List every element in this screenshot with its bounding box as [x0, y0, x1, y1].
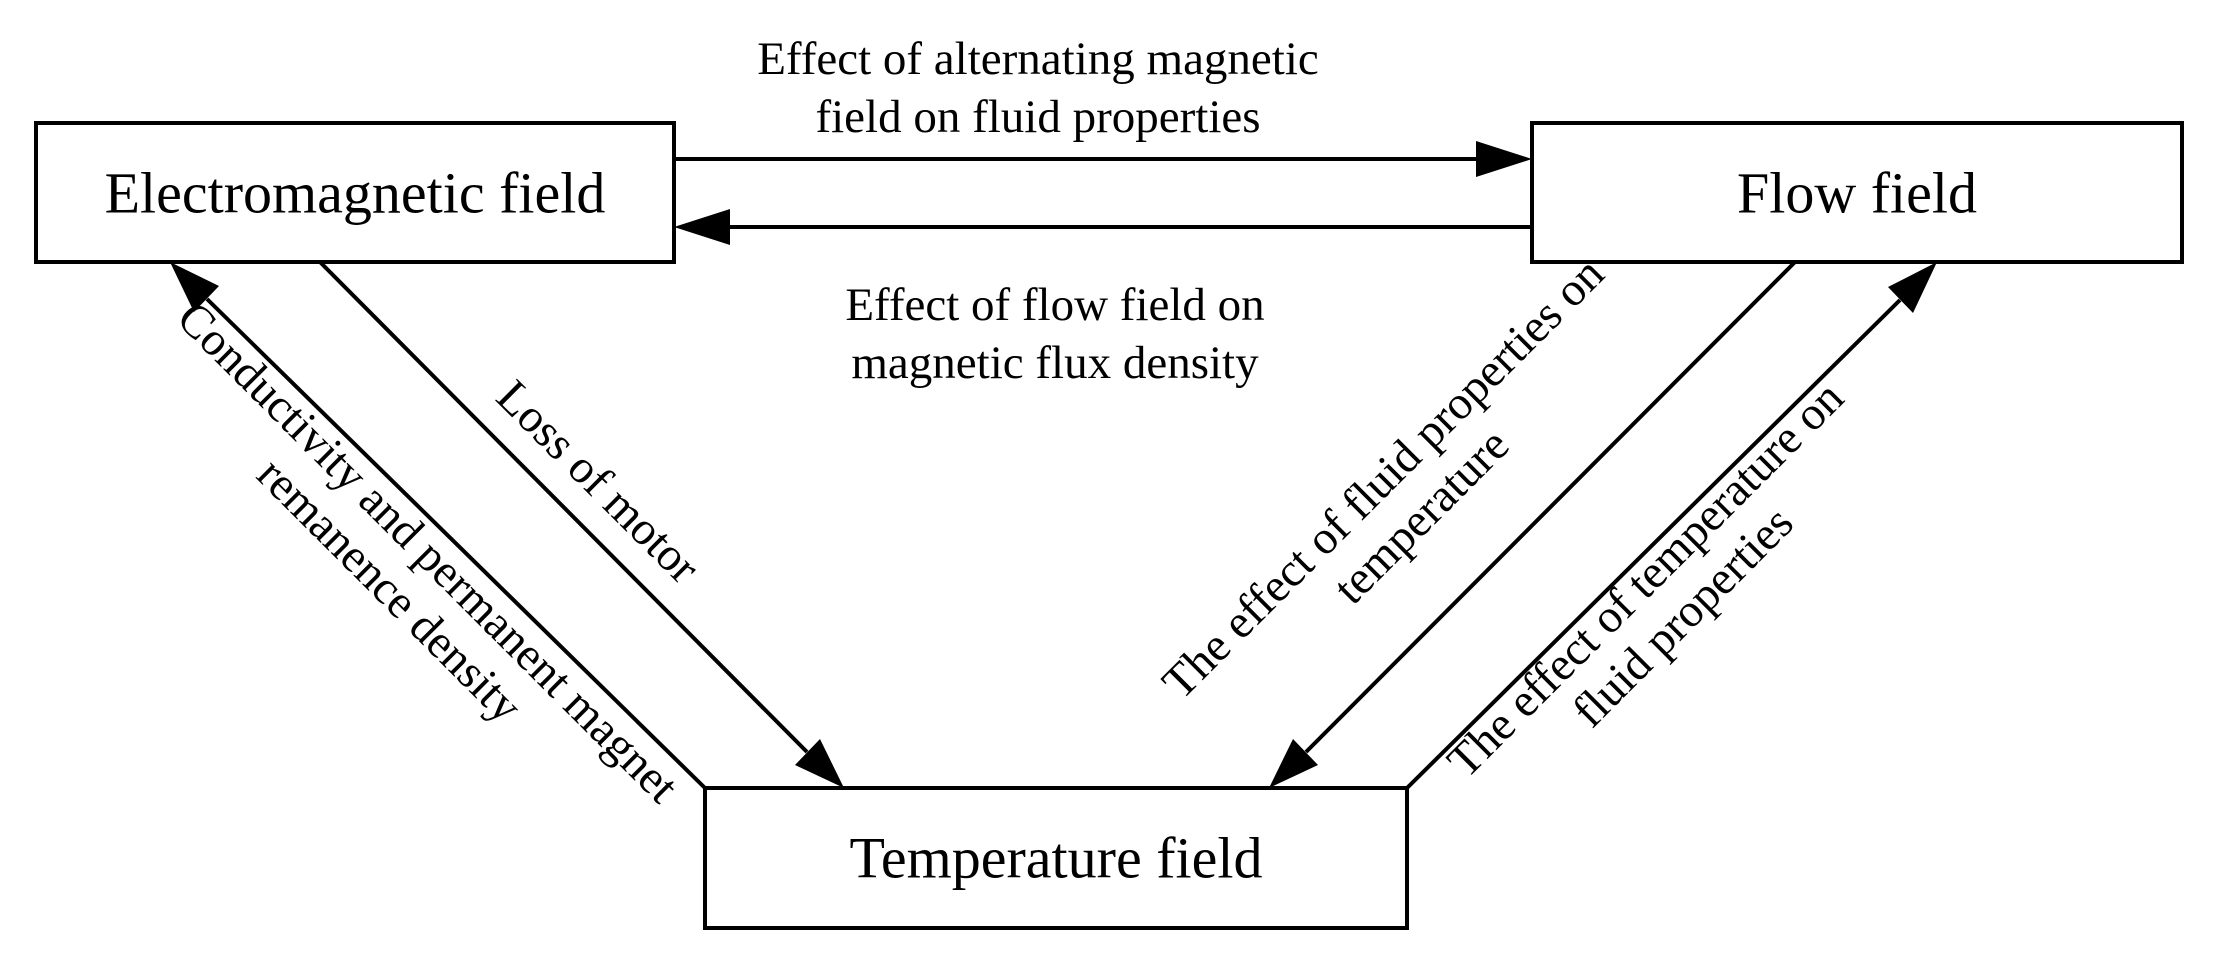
- node-electromagnetic-field-label: Electromagnetic field: [105, 161, 606, 226]
- node-electromagnetic-field[interactable]: Electromagnetic field: [34, 121, 676, 264]
- edge-em-to-temp-line: [318, 260, 809, 754]
- edge-temp-to-flow-line: [1405, 298, 1902, 790]
- label-flow-to-em-line1: Effect of flow field on: [845, 279, 1264, 331]
- label-temp-to-flow-line1: The effect of temperature on: [1437, 371, 1853, 787]
- label-em-to-flow-line1: Effect of alternating magnetic: [757, 33, 1319, 85]
- node-temperature-field-label: Temperature field: [850, 826, 1263, 891]
- node-temperature-field[interactable]: Temperature field: [703, 786, 1409, 930]
- node-temperature-field-box: [703, 786, 1409, 930]
- label-temp-to-em: Conductivity and permanent magnet remane…: [167, 292, 688, 813]
- arrowhead-icon: [795, 739, 844, 788]
- label-em-to-flow: Effect of alternating magnetic field on …: [757, 33, 1319, 143]
- node-flow-field-box: [1530, 121, 2184, 264]
- node-electromagnetic-field-box: [34, 121, 676, 264]
- edge-em-to-flow: [674, 141, 1532, 177]
- label-flow-to-em: Effect of flow field on magnetic flux de…: [845, 279, 1264, 389]
- label-temp-to-flow: The effect of temperature on fluid prope…: [1437, 371, 1853, 787]
- label-em-to-flow-line2: field on fluid properties: [815, 91, 1260, 143]
- node-flow-field[interactable]: Flow field: [1530, 121, 2184, 264]
- edge-flow-to-temp-line: [1304, 260, 1797, 754]
- edge-flow-to-em: [674, 209, 1532, 245]
- label-flow-to-em-line2: magnetic flux density: [851, 337, 1259, 389]
- arrowhead-icon: [170, 262, 219, 312]
- edge-flow-to-temp: [1269, 260, 1797, 788]
- arrowhead-icon: [1476, 141, 1532, 177]
- label-em-to-temp-line1: Loss of motor: [486, 370, 709, 593]
- arrowhead-icon: [674, 209, 730, 245]
- label-em-to-temp: Loss of motor: [486, 370, 709, 593]
- arrowhead-icon: [1269, 739, 1318, 788]
- edge-em-to-temp: [318, 260, 844, 788]
- arrowhead-icon: [1888, 262, 1937, 313]
- edge-temp-to-em: [170, 262, 707, 790]
- edge-temp-to-em-line: [205, 297, 707, 790]
- edge-temp-to-flow: [1405, 262, 1937, 790]
- node-flow-field-label: Flow field: [1737, 161, 1977, 226]
